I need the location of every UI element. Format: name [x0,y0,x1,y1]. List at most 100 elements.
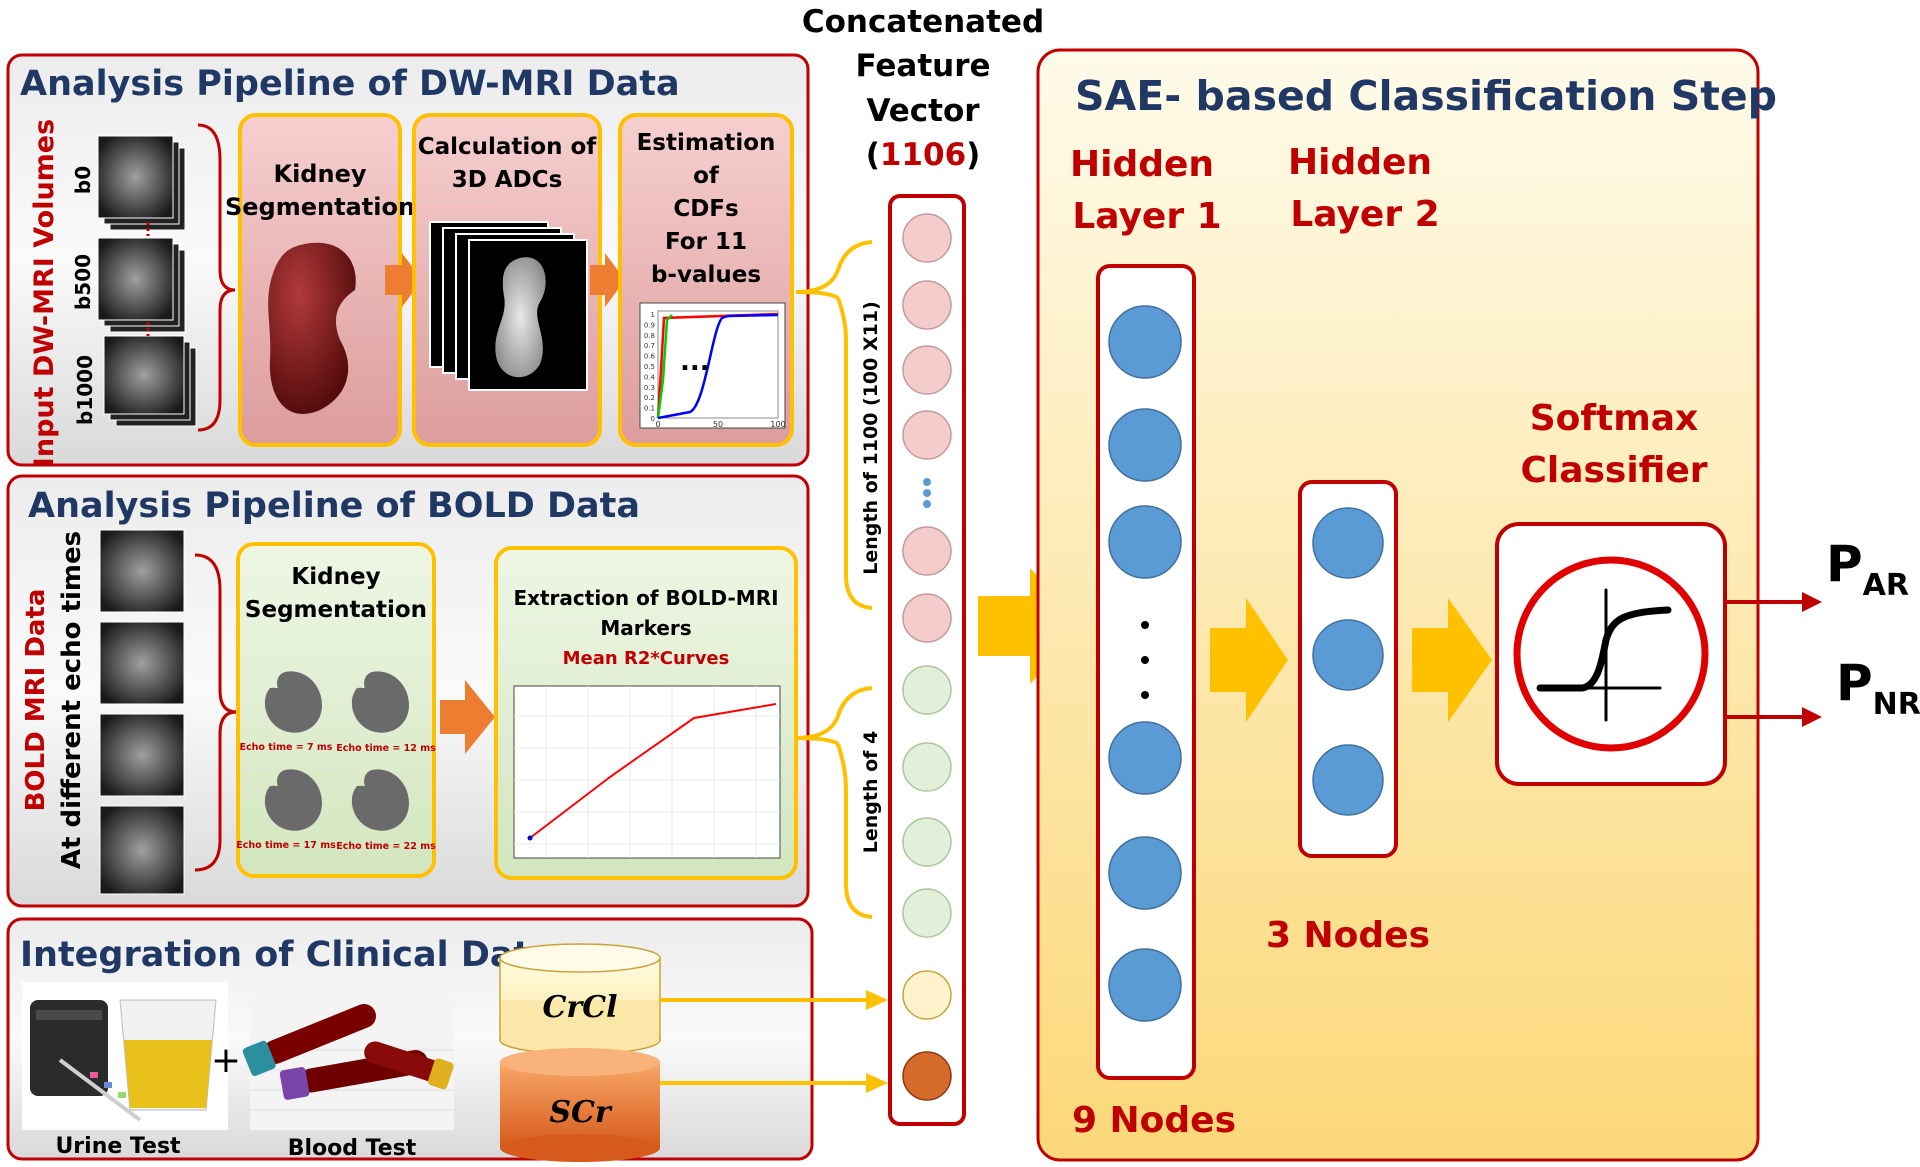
bold-feature-brace [795,686,873,919]
fv-count-close: ) [966,137,980,173]
cdf-ytick-label: 0.3 [644,384,655,392]
b0-label: b0 [71,166,95,194]
hidden1-line2: Layer 1 [1072,196,1221,237]
cdf-ytick-label: 0.8 [644,332,655,340]
bold-panel-title: Analysis Pipeline of BOLD Data [28,486,640,526]
cdf-line5: b-values [651,262,761,288]
echo-label-12ms: Echo time = 12 ms [336,743,436,754]
output-p-nr-sub: NR [1873,687,1920,722]
output-p-ar-main: P [1826,535,1863,593]
bold-echo-images [99,529,185,895]
plus-sign: + [211,1040,241,1081]
clinical-panel: Integration of Clinical Data + [6,917,888,1162]
cdf-curve-red [656,312,779,419]
fv-to-sae-arrow [978,568,1084,684]
length-dwi-label: Length of 1100 (100 X11) [860,301,882,575]
dwi-arrow-1 [385,253,422,307]
fv-count-value: 1106 [880,137,966,173]
cdf-line4: For 11 [665,229,747,255]
hidden2-line1: Hidden [1288,142,1432,183]
cdf-ytick-label: 1 [651,311,655,319]
hidden-layer-1-nodes [1108,305,1182,1022]
b1000-label: b1000 [73,355,97,425]
dwi-brace [197,123,236,432]
sigmoid-icon [1536,588,1672,722]
softmax-ring [1513,556,1709,752]
bold-arrow [440,680,495,754]
dwi-feature-brace [795,240,873,610]
output-p-nr: PNR [1836,654,1920,722]
hidden2-line2: Layer 2 [1290,194,1439,235]
cdf-line3: CDFs [673,196,738,222]
bold-panel: Analysis Pipeline of BOLD Data BOLD MRI … [6,474,810,908]
b500-label: b500 [71,254,95,310]
scr-cylinder [500,1048,660,1162]
sae-title: SAE- based Classification Step [1075,72,1777,120]
bold-kidney-masks [264,671,409,831]
cdf-line2: of [693,163,720,189]
fv-count-line: (1106) [866,137,981,173]
b500-volume-stack [97,237,186,333]
adc-line2: 3D ADCs [452,167,563,193]
blood-test-label: Blood Test [288,1136,417,1161]
cdf-xtick-label: 100 [770,420,785,429]
cdf-curve-blue [657,313,779,420]
hidden1-line1: Hidden [1070,144,1214,185]
scr-label: SCr [549,1095,613,1130]
cdf-ellipsis: ... [680,347,710,377]
bold-segmentation-line2: Segmentation [245,597,427,623]
bold-segmentation-line1: Kidney [291,564,380,590]
length-bold-label: Length of 4 [860,731,882,854]
dwi-panel-box [6,53,810,467]
bold-side-label-1: BOLD MRI Data [21,589,51,812]
adc-volume-stack [429,221,588,391]
softmax-line1: Softmax [1530,398,1699,439]
b0-volume-stack [97,135,186,231]
b1000-volume-stack [103,335,197,427]
output-p-ar: PAR [1826,535,1909,603]
dwi-segmentation-line2: Segmentation [225,193,415,221]
cdf-ytick-label: 0.2 [644,394,655,402]
dwi-arrow-2 [590,253,625,307]
dwi-panel-title: Analysis Pipeline of DW-MRI Data [20,64,680,104]
cdf-ytick-label: 0 [651,415,655,423]
kidney-image [268,242,356,414]
layer2-to-softmax-arrow [1412,598,1492,722]
cdf-ytick-label: 0.9 [644,321,655,329]
bold-markers-line2: Markers [600,616,691,640]
layer1-to-layer2-arrow [1210,598,1288,722]
cdf-line1: Estimation [637,130,776,156]
cdf-xtick-label: 50 [713,420,723,429]
dwi-side-label: Input DW-MRI Volumes [29,119,60,467]
cdf-ytick-label: 0.4 [644,373,656,381]
r2-plot [513,685,781,859]
dwi-segmentation-line1: Kidney [273,160,366,188]
fv-title-line2: Feature [855,48,990,84]
fv-dwi-nodes [902,213,952,643]
hidden-layer-2-nodes [1312,507,1384,816]
output-p-ar-sub: AR [1863,568,1909,603]
softmax-line2: Classifier [1520,450,1707,491]
cdf-xticks: 0 50 100 [655,420,785,429]
fv-ellipsis-dots [923,478,931,508]
cdf-xtick-label: 0 [655,420,660,429]
echo-label-7ms: Echo time = 7 ms [240,742,333,753]
cdf-ytick-label: 0.6 [644,353,656,361]
fv-crcl-node [902,970,952,1020]
dwi-panel: Analysis Pipeline of DW-MRI Data Input D… [6,53,810,467]
feature-vector: Concatenated Feature Vector (1106) Lengt… [795,4,1044,1126]
cdf-ytick-label: 0.1 [644,405,655,413]
echo-label-22ms: Echo time = 22 ms [336,841,436,852]
crcl-label: CrCl [543,990,618,1025]
fv-scr-node [902,1051,952,1101]
hidden-layer-1-ellipsis [1141,621,1149,699]
mean-r2-curves-label: Mean R2*Curves [563,648,730,669]
nodes2-label: 3 Nodes [1266,915,1430,956]
fv-title-line1: Concatenated [802,4,1044,40]
crcl-cylinder [499,943,661,1055]
cdf-curve-green [656,314,673,419]
blood-test-image [242,982,454,1130]
fv-title-line3: Vector [866,93,980,129]
